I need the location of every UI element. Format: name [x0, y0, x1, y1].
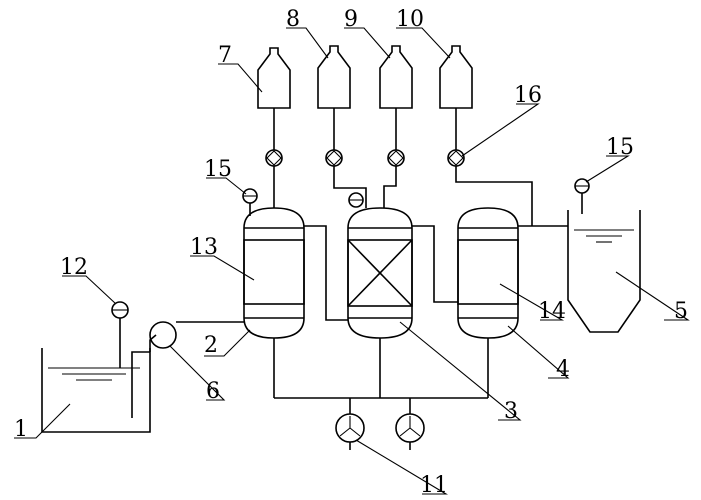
- pump-6: [149, 321, 177, 352]
- reactor-2: [243, 207, 305, 339]
- dosing-line-8: [325, 108, 367, 208]
- label-13: 13: [190, 235, 218, 260]
- packing-layer-14: [457, 239, 519, 305]
- label-1: 1: [14, 417, 28, 442]
- label-5: 5: [674, 299, 688, 324]
- dosing-bottle-9: [379, 45, 413, 109]
- label-10: 10: [396, 7, 424, 32]
- pipe-2-to-3: [304, 225, 348, 321]
- label-6: 6: [206, 379, 220, 404]
- sensor-15-tank: [574, 178, 590, 214]
- label-8: 8: [286, 7, 300, 32]
- dosing-bottle-10: [439, 45, 473, 109]
- label-7: 7: [218, 43, 232, 68]
- sensor-15-reactor: [242, 188, 258, 216]
- pipe-3-to-4: [412, 225, 458, 303]
- reactor-3: [347, 207, 413, 339]
- label-2: 2: [204, 333, 218, 358]
- blower-left-icon: [335, 413, 365, 450]
- dosing-line-10: [447, 108, 533, 226]
- label-15-left: 15: [204, 157, 232, 182]
- air-manifold: [273, 338, 489, 414]
- dosing-line-9: [383, 108, 405, 208]
- label-9: 9: [344, 7, 358, 32]
- blower-right-icon: [395, 413, 425, 450]
- settling-tank-5: [567, 210, 641, 333]
- sensor-reactor-3: [348, 192, 364, 208]
- packing-layer-13: [243, 239, 305, 305]
- label-14: 14: [538, 299, 566, 324]
- label-4: 4: [556, 357, 570, 382]
- dosing-bottle-7: [257, 47, 291, 109]
- label-3: 3: [504, 399, 518, 424]
- label-16: 16: [514, 83, 542, 108]
- label-12: 12: [60, 255, 88, 280]
- dosing-bottle-8: [317, 45, 351, 109]
- raw-water-tank: [41, 348, 151, 433]
- leader-lines: [14, 27, 690, 495]
- tank1-suction-pipe: [131, 351, 150, 418]
- reactor-4: [457, 207, 519, 339]
- label-15-right: 15: [606, 135, 634, 160]
- label-11: 11: [420, 473, 448, 498]
- dosing-line-7: [265, 108, 283, 208]
- level-sensor-12: [111, 301, 129, 368]
